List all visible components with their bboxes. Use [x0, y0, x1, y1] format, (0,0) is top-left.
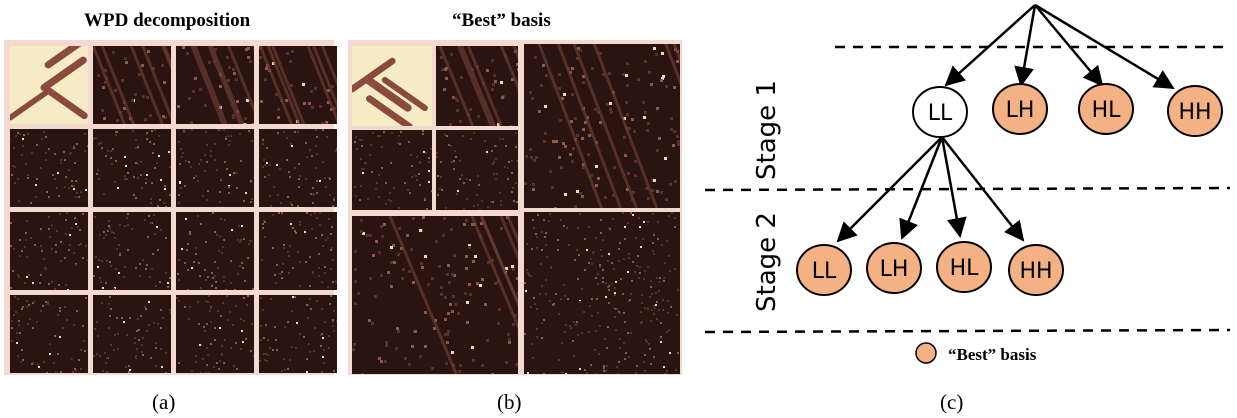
- panel-c-caption: (c): [940, 390, 964, 414]
- panel-b-title: “Best” basis: [452, 10, 551, 31]
- stage2-node-hh-label: HH: [1019, 259, 1052, 284]
- wpd-subband-tile: [176, 212, 254, 290]
- stage1-node-ll-label: LL: [928, 101, 953, 126]
- best-basis-subband-tile: [352, 130, 432, 210]
- wpd-subband-tile: [10, 212, 88, 290]
- panel-a-title: WPD decomposition: [84, 10, 251, 31]
- arrow-root-to-hl: [1034, 4, 1104, 87]
- stage2-node-lh: LH: [866, 242, 922, 294]
- arrow-root-to-ll: [944, 4, 1036, 87]
- stage-separator-bottom: [704, 328, 1231, 334]
- wpd-subband-tile: [176, 46, 254, 124]
- legend-best-basis-swatch: [915, 342, 937, 364]
- stage-separator-middle: [704, 186, 1231, 192]
- decomposition-tree-diagram: Stage 1 Stage 2 LL LH HL HH: [690, 0, 1237, 418]
- stage2-node-ll-label: LL: [812, 259, 837, 284]
- stage-1-label: Stage 1: [752, 80, 782, 180]
- wpd-subband-tile: [10, 129, 88, 207]
- best-basis-subband-tile: [524, 212, 680, 374]
- wpd-subband-tile: [259, 212, 337, 290]
- best-basis-subband-tile: [352, 216, 518, 374]
- wpd-decomposition-grid: [4, 40, 337, 375]
- wpd-subband-tile: [259, 129, 337, 207]
- arrow-ll-to-hh2: [941, 136, 1025, 242]
- arrow-root-to-hh: [1034, 3, 1175, 90]
- arrow-ll-to-hl2: [940, 136, 967, 238]
- best-basis-subband-tile: [436, 46, 518, 126]
- wpd-subband-tile: [93, 212, 171, 290]
- stage1-node-hl: HL: [1078, 83, 1134, 135]
- wpd-subband-tile: [93, 295, 171, 373]
- stage1-node-lh: LH: [992, 83, 1048, 135]
- arrow-ll-to-lh2: [899, 136, 944, 240]
- arrow-root-to-lh: [1014, 4, 1037, 87]
- stage2-node-hl: HL: [936, 241, 992, 293]
- arrow-ll-to-ll2: [836, 136, 943, 243]
- wpd-subband-tile: [10, 46, 88, 124]
- legend-best-basis-label: “Best” basis: [948, 345, 1037, 364]
- stage1-node-hh: HH: [1167, 85, 1223, 137]
- stage2-node-hh: HH: [1008, 244, 1064, 296]
- stage1-node-hl-label: HL: [1092, 98, 1122, 123]
- wpd-subband-tile: [176, 129, 254, 207]
- wpd-subband-tile: [259, 295, 337, 373]
- panel-b-caption: (b): [497, 390, 522, 414]
- best-basis-subband-tile: [436, 130, 518, 210]
- stage2-node-lh-label: LH: [880, 257, 909, 282]
- wpd-subband-tile: [10, 295, 88, 373]
- stage-2-label: Stage 2: [752, 212, 782, 312]
- wpd-subband-tile: [93, 129, 171, 207]
- wpd-subband-tile: [176, 295, 254, 373]
- stage1-node-ll: LL: [912, 86, 968, 138]
- panel-a-caption: (a): [152, 390, 176, 414]
- stage2-node-hl-label: HL: [950, 256, 980, 281]
- best-basis-subband-tile: [524, 44, 680, 208]
- best-basis-subband-tile: [352, 46, 432, 126]
- stage1-node-hh-label: HH: [1178, 100, 1211, 125]
- stage2-node-ll: LL: [796, 244, 852, 296]
- stage1-node-lh-label: LH: [1006, 98, 1035, 123]
- wpd-subband-tile: [259, 46, 337, 124]
- best-basis-grid: [348, 40, 682, 375]
- wpd-subband-tile: [93, 46, 171, 124]
